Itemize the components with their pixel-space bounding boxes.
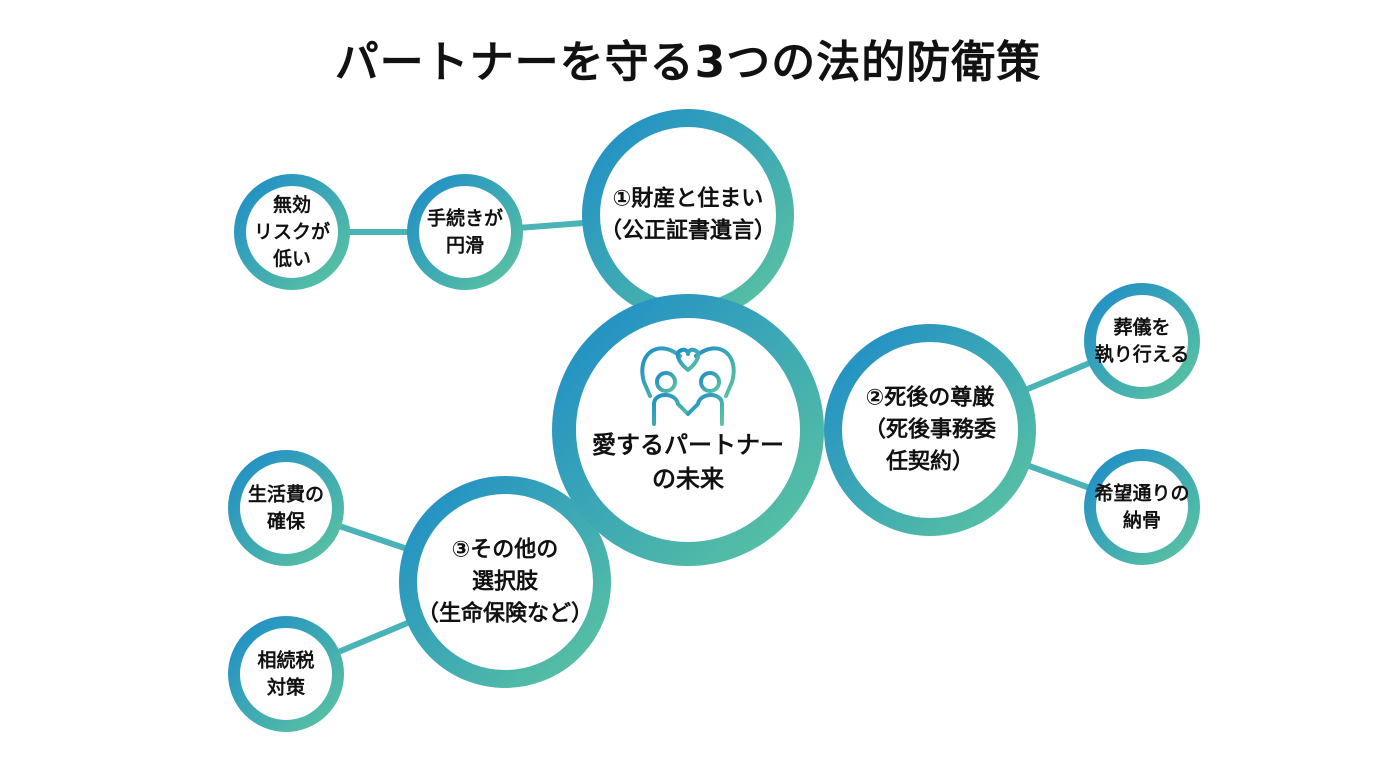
pillar-node-2-label-line: ②死後の尊厳 bbox=[866, 385, 996, 411]
pillar-node-3-label-line: （生命保険など） bbox=[417, 601, 593, 627]
benefit-node-3-2-label-line: 相続税 bbox=[257, 649, 314, 672]
icon-stroke bbox=[675, 347, 701, 372]
couple-heart-icon bbox=[640, 346, 736, 426]
pillar-node-1-label-line: （公正証書遺言） bbox=[600, 218, 776, 244]
center-node-ring bbox=[552, 294, 824, 566]
benefit-node-1-2-label-line: リスクが bbox=[254, 220, 330, 243]
pillar-node-2-label-line: 任契約） bbox=[885, 449, 974, 475]
benefit-node-1-2-ring bbox=[234, 174, 350, 290]
pillar-node-3-ring bbox=[399, 476, 611, 688]
benefit-node-2-1-ring bbox=[1084, 283, 1200, 399]
pillar-node-1: ①財産と住まい （公正証書遺言） bbox=[582, 109, 794, 321]
benefit-node-2-2-ring bbox=[1084, 449, 1200, 565]
benefit-node-2-2-label-line: 納骨 bbox=[1123, 509, 1161, 532]
benefit-node-3-1-label-line: 確保 bbox=[267, 510, 306, 533]
benefit-node-3-1-ring bbox=[228, 450, 344, 566]
benefit-node-1-2-label-line: 無効 bbox=[273, 193, 311, 216]
benefit-node-1-1-label-line: 手続きが bbox=[427, 207, 503, 230]
benefit-node-1-2-label-line: 低い bbox=[272, 247, 311, 270]
pillar-node-1-ring bbox=[582, 109, 794, 321]
benefit-node-3-2-label-line: 対策 bbox=[266, 676, 306, 699]
benefit-node-2-1-label-line: 執り行える bbox=[1095, 343, 1189, 366]
benefit-node-1-1-label-line: 円滑 bbox=[446, 235, 484, 257]
pillar-node-1-label-line: ①財産と住まい bbox=[613, 186, 764, 212]
center-node-label-line: 愛するパートナー bbox=[592, 431, 784, 459]
icon-head bbox=[699, 371, 721, 393]
benefit-node-1-1-ring bbox=[407, 174, 523, 290]
benefit-node-3-1-label-line: 生活費の bbox=[248, 483, 324, 506]
benefit-node-2-1-label-line: 葬儀を bbox=[1113, 316, 1170, 339]
pillar-node-3-label-line: ③その他の bbox=[452, 538, 559, 563]
icon-stroke bbox=[652, 393, 690, 426]
center-node-label-line: の未来 bbox=[652, 465, 725, 493]
pillar-node-2-label-line: （死後事務委 bbox=[864, 417, 996, 443]
page-title: パートナーを守る3つの法的防衛策 bbox=[334, 37, 1042, 88]
icon-stroke bbox=[694, 346, 736, 398]
benefit-node-3-2-ring bbox=[228, 616, 344, 732]
pillar-node-2-ring bbox=[824, 324, 1036, 536]
benefit-node-2-2-label-line: 希望通りの bbox=[1094, 482, 1189, 505]
icon-stroke bbox=[640, 346, 682, 398]
pillar-node-3-label-line: 選択肢 bbox=[472, 570, 539, 595]
icon-head bbox=[655, 371, 677, 393]
icon-stroke bbox=[686, 393, 724, 426]
